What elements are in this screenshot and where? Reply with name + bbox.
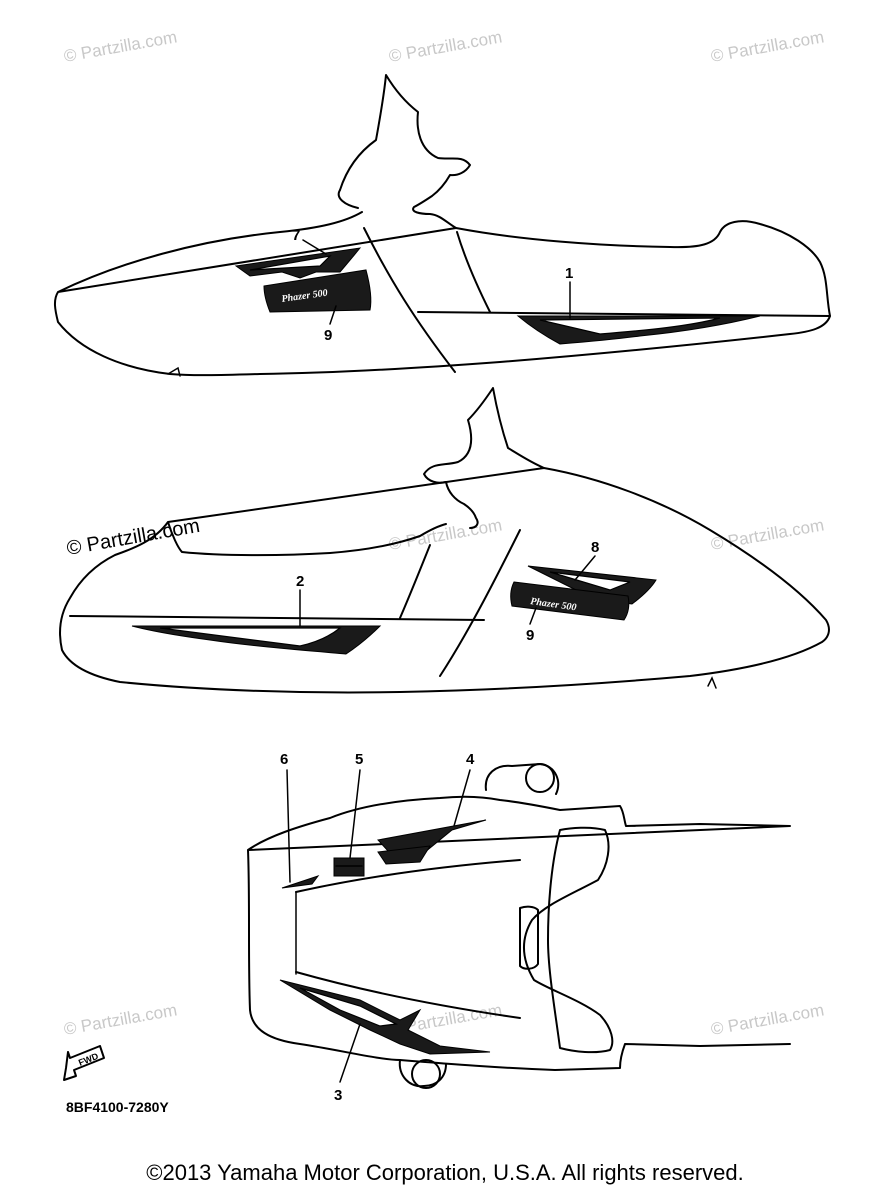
leader-8 [574, 555, 596, 581]
fwd-arrow-icon [63, 1045, 105, 1081]
callout-4: 4 [466, 751, 475, 768]
mirror-bottom [411, 1059, 441, 1089]
callout-9: 9 [324, 327, 332, 344]
callout-5: 5 [355, 751, 363, 768]
headlight-top [484, 763, 560, 795]
decal-9-logo-left [263, 269, 372, 313]
watermark: © Partzilla.com [62, 27, 178, 66]
watermarks: © Partzilla.com © Partzilla.com © Partzi… [62, 27, 825, 1039]
hood-left-side-view: Phazer 500 7 9 1 [54, 74, 831, 377]
copyright-notice: ©2013 Yamaha Motor Corporation, U.S.A. A… [146, 1160, 744, 1185]
leader-4 [453, 769, 471, 827]
decal-3-stripe [299, 987, 399, 1027]
watermark: © Partzilla.com [709, 1000, 825, 1039]
decal-8-stripe [549, 571, 631, 591]
panel-line-front [439, 529, 521, 677]
callout-6: 6 [280, 751, 288, 768]
hood-top-outline [247, 795, 791, 1071]
callout-3: 3 [334, 1087, 342, 1104]
hood-right-side-view: Phazer 500 2 8 9 [59, 387, 830, 694]
callout-1: 1 [565, 265, 573, 282]
leader-7 [302, 239, 327, 255]
watermark: © Partzilla.com [709, 27, 825, 66]
stripe-line [417, 311, 831, 317]
mirror-top [525, 763, 555, 793]
windshield-outline [423, 387, 545, 529]
windshield-base [337, 189, 359, 209]
windshield-outline [339, 74, 471, 229]
windshield-cutout [522, 826, 614, 1054]
decal-7-stripe [249, 255, 332, 271]
callout-7: 7 [292, 227, 300, 244]
panel-line-rear [399, 544, 431, 619]
decal-5 [333, 857, 365, 877]
decal-1-stripe [539, 317, 721, 335]
watermark: © Partzilla.com [387, 27, 503, 66]
leader-9-bottom [529, 607, 537, 625]
watermark: © Partzilla.com [62, 1000, 178, 1039]
leader-6 [286, 769, 291, 883]
leader-9-top [329, 305, 337, 325]
hood-top-view: 6 5 4 3 [247, 751, 791, 1104]
center-ridge-top [295, 859, 521, 893]
callout-8: 8 [591, 539, 599, 556]
hood-outline [59, 467, 830, 694]
watermark: © Partzilla.com [709, 515, 825, 554]
part-code: 8BF4100-7280Y [66, 1099, 169, 1115]
hood-lower-tick [707, 676, 717, 689]
leader-3 [339, 1023, 361, 1083]
hood-outline [54, 211, 831, 377]
decal-4-lower [377, 845, 431, 865]
callout-2: 2 [296, 573, 304, 590]
stripe-line [69, 615, 485, 621]
windshield-inner [519, 905, 539, 970]
watermark: © Partzilla.com [387, 515, 503, 554]
hood-lower-tick [167, 366, 181, 377]
leader-5 [349, 769, 361, 859]
watermark: © Partzilla.com [65, 515, 202, 560]
decal-6 [281, 875, 320, 889]
headlight-bottom [398, 1059, 447, 1088]
decal-9-logo-right [510, 581, 630, 621]
decal-2-stripe [159, 627, 342, 647]
panel-line-rear [456, 231, 491, 313]
fwd-arrow: FWD [63, 1045, 105, 1081]
panel-line-front [363, 227, 456, 373]
center-ridge-bottom [295, 971, 521, 1019]
callout-9: 9 [526, 627, 534, 644]
